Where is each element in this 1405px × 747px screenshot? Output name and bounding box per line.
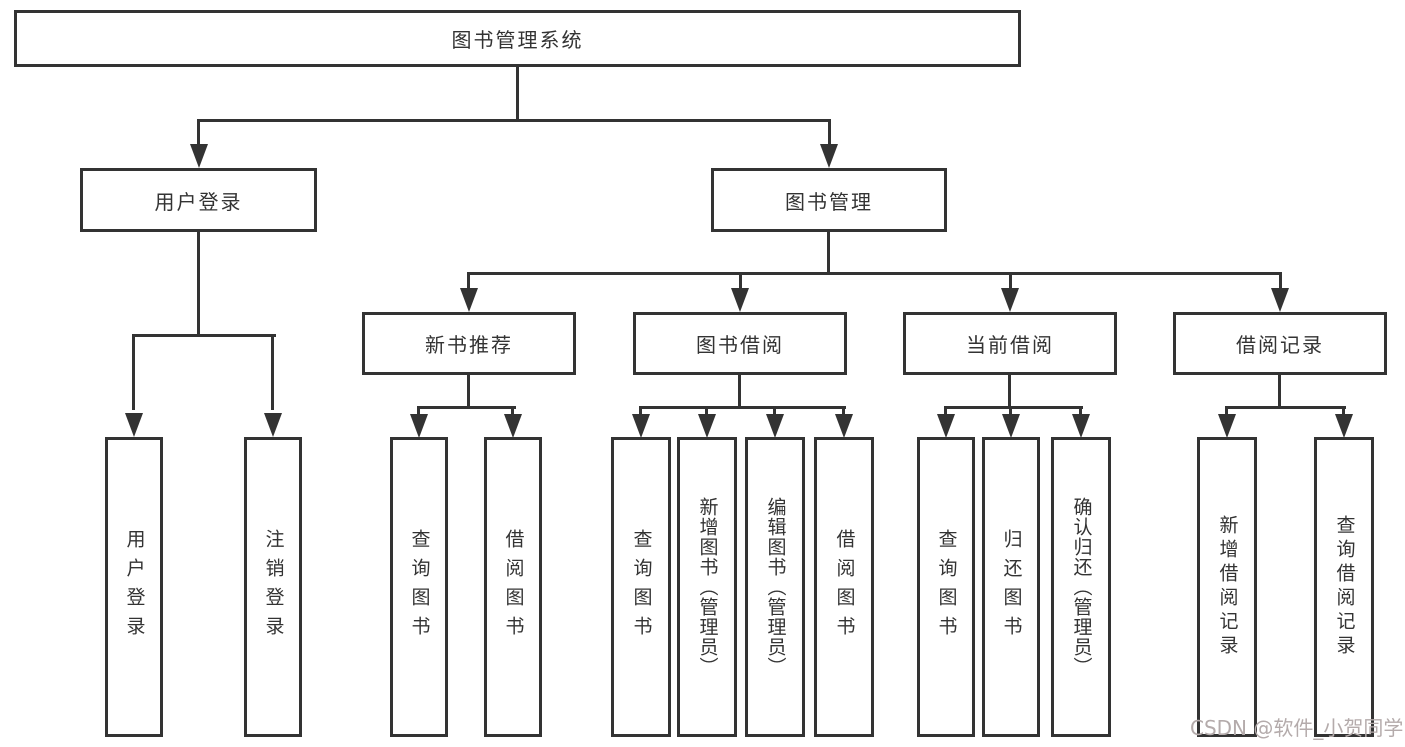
connector-hline (944, 406, 1083, 409)
connector-vline (639, 406, 642, 418)
node-current-borrow: 当前借阅 (903, 312, 1117, 375)
arrow-down-icon (1001, 288, 1019, 312)
leaf-borrow-books-recommend-label: 借阅图书 (502, 529, 525, 645)
arrow-down-icon (731, 288, 749, 312)
connector-vline (1008, 375, 1011, 408)
leaf-borrow-books: 借阅图书 (814, 437, 874, 737)
leaf-query-books-recommend-label: 查询图书 (408, 529, 431, 645)
arrow-down-icon (504, 414, 522, 438)
arrow-down-icon (937, 414, 955, 438)
leaf-edit-books-admin-label: 编辑图书（管理员） (764, 497, 787, 677)
leaf-query-books-current: 查询图书 (917, 437, 975, 737)
arrow-down-icon (1072, 414, 1090, 438)
arrow-down-icon (835, 414, 853, 438)
connector-vline (417, 406, 420, 418)
leaf-query-borrow-record: 查询借阅记录 (1314, 437, 1374, 737)
arrow-down-icon (410, 414, 428, 438)
connector-vline (1225, 406, 1228, 418)
connector-hline (417, 406, 516, 409)
connector-vline (197, 232, 200, 334)
leaf-add-borrow-record: 新增借阅记录 (1197, 437, 1257, 737)
connector-vline (1009, 406, 1012, 418)
arrow-down-icon (125, 413, 143, 437)
node-root-label: 图书管理系统 (451, 28, 584, 52)
node-new-book-recommend: 新书推荐 (362, 312, 576, 375)
leaf-confirm-return-admin: 确认归还（管理员） (1051, 437, 1111, 737)
leaf-add-books-admin: 新增图书（管理员） (677, 437, 737, 737)
leaf-edit-books-admin: 编辑图书（管理员） (745, 437, 805, 737)
node-book-borrow-label: 图书借阅 (696, 333, 784, 357)
arrow-down-icon (1271, 288, 1289, 312)
leaf-query-borrow-record-label: 查询借阅记录 (1333, 515, 1356, 659)
leaf-add-borrow-record-label: 新增借阅记录 (1216, 515, 1239, 659)
connector-vline (1278, 375, 1281, 408)
connector-hline (132, 334, 276, 337)
node-current-borrow-label: 当前借阅 (966, 333, 1054, 357)
connector-vline (1079, 406, 1082, 418)
connector-vline (511, 406, 514, 418)
node-new-book-recommend-label: 新书推荐 (425, 333, 513, 357)
leaf-confirm-return-admin-label: 确认归还（管理员） (1070, 497, 1093, 677)
leaf-return-books: 归还图书 (982, 437, 1040, 737)
leaf-query-books-recommend: 查询图书 (390, 437, 448, 737)
connector-vline (271, 334, 274, 410)
arrow-down-icon (1002, 414, 1020, 438)
connector-vline (132, 334, 135, 410)
connector-vline (705, 406, 708, 418)
connector-vline (467, 375, 470, 408)
connector-vline (842, 406, 845, 418)
connector-vline (1009, 272, 1012, 290)
connector-vline (828, 119, 831, 147)
arrow-down-icon (632, 414, 650, 438)
node-book-management: 图书管理 (711, 168, 947, 232)
connector-vline (739, 272, 742, 290)
node-root: 图书管理系统 (14, 10, 1021, 67)
csdn-watermark: CSDN @软件_小贺同学 (1190, 716, 1404, 740)
arrow-down-icon (698, 414, 716, 438)
leaf-query-books-borrow: 查询图书 (611, 437, 671, 737)
node-user-login: 用户登录 (80, 168, 317, 232)
leaf-user-login-label: 用户登录 (123, 529, 146, 645)
connector-vline (827, 232, 830, 273)
arrow-down-icon (460, 288, 478, 312)
arrow-down-icon (820, 144, 838, 168)
node-borrow-records-label: 借阅记录 (1236, 333, 1324, 357)
node-book-borrow: 图书借阅 (633, 312, 847, 375)
leaf-borrow-books-recommend: 借阅图书 (484, 437, 542, 737)
leaf-user-login: 用户登录 (105, 437, 163, 737)
connector-vline (467, 272, 470, 290)
connector-hline (639, 406, 846, 409)
leaf-query-books-borrow-label: 查询图书 (630, 529, 653, 645)
arrow-down-icon (1335, 414, 1353, 438)
arrow-down-icon (1218, 414, 1236, 438)
leaf-logout: 注销登录 (244, 437, 302, 737)
connector-hline (1225, 406, 1346, 409)
connector-hline (467, 272, 1282, 275)
connector-hline (197, 119, 831, 122)
arrow-down-icon (264, 413, 282, 437)
leaf-query-books-current-label: 查询图书 (935, 529, 958, 645)
connector-vline (1279, 272, 1282, 290)
connector-vline (516, 67, 519, 120)
connector-vline (1342, 406, 1345, 418)
connector-vline (197, 119, 200, 147)
node-user-login-label: 用户登录 (154, 189, 243, 214)
connector-vline (944, 406, 947, 418)
arrow-down-icon (766, 414, 784, 438)
connector-vline (738, 375, 741, 408)
node-book-management-label: 图书管理 (785, 189, 873, 214)
leaf-logout-label: 注销登录 (262, 529, 285, 645)
node-borrow-records: 借阅记录 (1173, 312, 1387, 375)
connector-vline (773, 406, 776, 418)
arrow-down-icon (190, 144, 208, 168)
leaf-return-books-label: 归还图书 (1000, 529, 1023, 645)
leaf-borrow-books-label: 借阅图书 (833, 529, 856, 645)
leaf-add-books-admin-label: 新增图书（管理员） (696, 497, 719, 677)
